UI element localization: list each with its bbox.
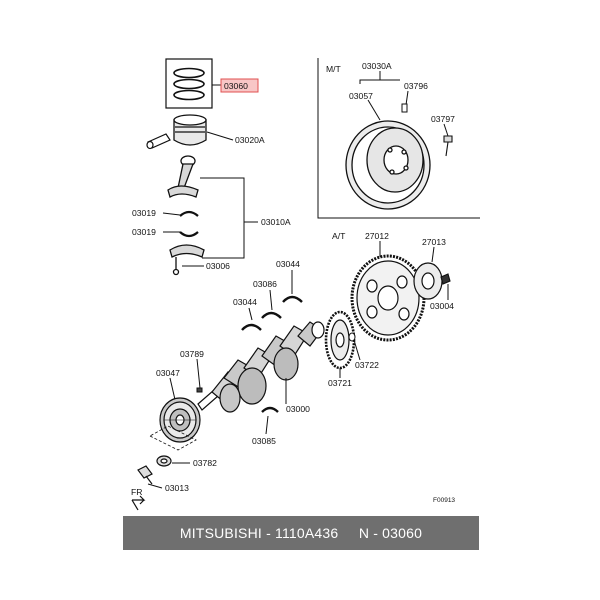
main-bearing-lower-icon	[241, 323, 262, 331]
part-label-03020A[interactable]: 03020A	[235, 135, 265, 145]
crank-pulley-icon	[159, 397, 201, 443]
piston-rings-icon	[173, 67, 205, 101]
caption-text: MITSUBISHI - 1110A436 N - 03060	[179, 525, 423, 541]
dowel-pin-icon	[401, 103, 408, 113]
part-label-03044-lower[interactable]: 03044	[233, 297, 257, 307]
pilot-bushing-icon	[348, 332, 356, 342]
crankshaft-icon	[197, 321, 325, 413]
part-label-03019-lower[interactable]: 03019	[132, 227, 156, 237]
rod-bearing-lower-icon	[179, 231, 199, 238]
part-label-03721[interactable]: 03721	[328, 378, 352, 388]
piston-pin-icon	[146, 133, 171, 150]
rod-bearing-upper-icon	[179, 210, 199, 217]
section-label-at: A/T	[332, 231, 346, 241]
part-label-03030A[interactable]: 03030A	[362, 61, 392, 71]
section-label-mt: M/T	[326, 64, 342, 74]
part-label-03796[interactable]: 03796	[404, 81, 428, 91]
caption-bar: MITSUBISHI - 1110A436 N - 03060	[123, 516, 479, 550]
thrust-washer-icon	[261, 406, 279, 413]
flywheel-bolt-icon	[443, 135, 453, 157]
mt-section-border	[317, 58, 480, 219]
part-label-03006[interactable]: 03006	[206, 261, 230, 271]
part-label-03013[interactable]: 03013	[165, 483, 189, 493]
thrust-bearing-icon	[261, 311, 282, 319]
part-label-03060[interactable]: 03060	[224, 81, 248, 91]
drive-plate-bolt-icon	[440, 273, 451, 285]
part-label-03004[interactable]: 03004	[430, 301, 454, 311]
part-label-03086[interactable]: 03086	[253, 279, 277, 289]
part-label-03722[interactable]: 03722	[355, 360, 379, 370]
part-label-03000[interactable]: 03000	[286, 404, 310, 414]
flywheel-mt-icon	[345, 120, 431, 210]
part-label-03044-upper[interactable]: 03044	[276, 259, 300, 269]
front-arrow-icon	[131, 495, 146, 511]
part-label-03010A[interactable]: 03010A	[261, 217, 291, 227]
piston-ring-box	[165, 58, 213, 109]
part-label-03019-upper[interactable]: 03019	[132, 208, 156, 218]
front-direction-label: FR	[131, 487, 142, 497]
piston-icon	[173, 114, 207, 146]
part-label-27012[interactable]: 27012	[365, 231, 389, 241]
pulley-projection	[149, 425, 197, 451]
part-label-03085[interactable]: 03085	[252, 436, 276, 446]
connecting-rod-icon	[167, 155, 199, 198]
pulley-bolt-icon	[137, 465, 153, 485]
rod-cap-icon	[169, 244, 205, 276]
drive-plate-icon	[350, 254, 426, 342]
part-label-03782[interactable]: 03782	[193, 458, 217, 468]
highlight-box-03060	[220, 78, 259, 93]
part-label-27013[interactable]: 27013	[422, 237, 446, 247]
figure-code: F00913	[433, 497, 455, 504]
part-label-03057[interactable]: 03057	[349, 91, 373, 101]
part-label-03047[interactable]: 03047	[156, 368, 180, 378]
woodruff-key-icon	[196, 387, 203, 393]
pulley-washer-icon	[156, 455, 172, 467]
spacer-plate-icon	[324, 310, 356, 370]
adapter-plate-icon	[413, 262, 443, 300]
part-label-03789[interactable]: 03789	[180, 349, 204, 359]
part-label-03797[interactable]: 03797	[431, 114, 455, 124]
main-bearing-upper-icon	[282, 295, 303, 303]
